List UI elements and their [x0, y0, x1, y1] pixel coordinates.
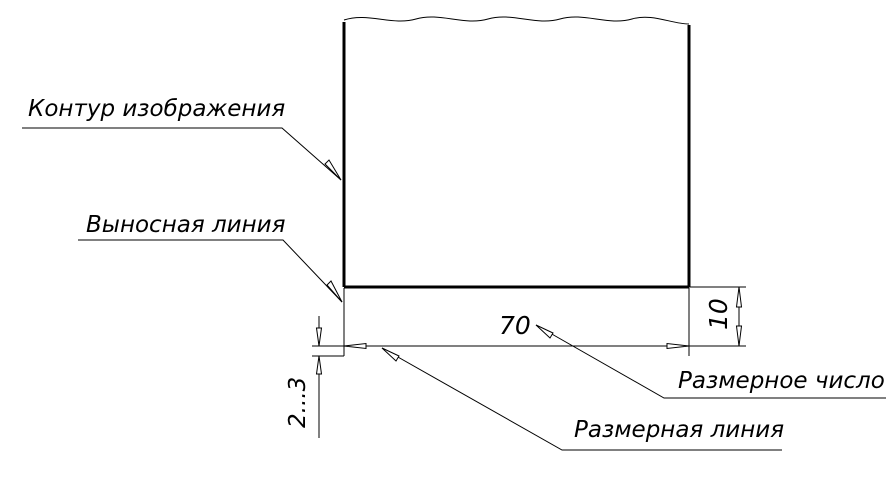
arrow-right — [666, 342, 690, 350]
leader-dimension-number — [535, 324, 886, 399]
arrow-down — [735, 325, 743, 347]
dimension-line-70 — [343, 342, 690, 350]
label-contour: Контур изображения — [28, 96, 285, 122]
dimension-value-offset: 2...3 — [285, 377, 311, 428]
extension-lines — [343, 286, 746, 356]
arrow-left — [343, 342, 367, 350]
leader-dimension-line-arrow — [381, 347, 400, 362]
label-dimension-line: Размерная линия — [574, 417, 784, 443]
dimension-line-10 — [735, 286, 743, 347]
label-extension-line: Выносная линия — [86, 212, 286, 238]
leader-dimension-number-arrow — [535, 324, 554, 339]
dimension-value-70: 70 — [499, 311, 531, 340]
leader-contour — [22, 127, 342, 181]
arrow-up — [735, 286, 743, 308]
break-line-wavy — [343, 16, 690, 25]
leader-extension-line — [78, 239, 343, 303]
offset-dimension — [312, 316, 344, 438]
leader-contour-arrow — [324, 159, 342, 181]
offset-arrow-top — [315, 327, 323, 347]
dimension-value-10: 10 — [704, 298, 733, 330]
offset-arrow-bottom — [315, 355, 323, 375]
leader-lines — [22, 127, 886, 451]
leader-extension-arrow — [326, 280, 343, 303]
label-dimension-number: Размерное число — [678, 368, 885, 394]
leader-dimension-line — [381, 347, 782, 451]
part-contour — [342, 16, 691, 289]
